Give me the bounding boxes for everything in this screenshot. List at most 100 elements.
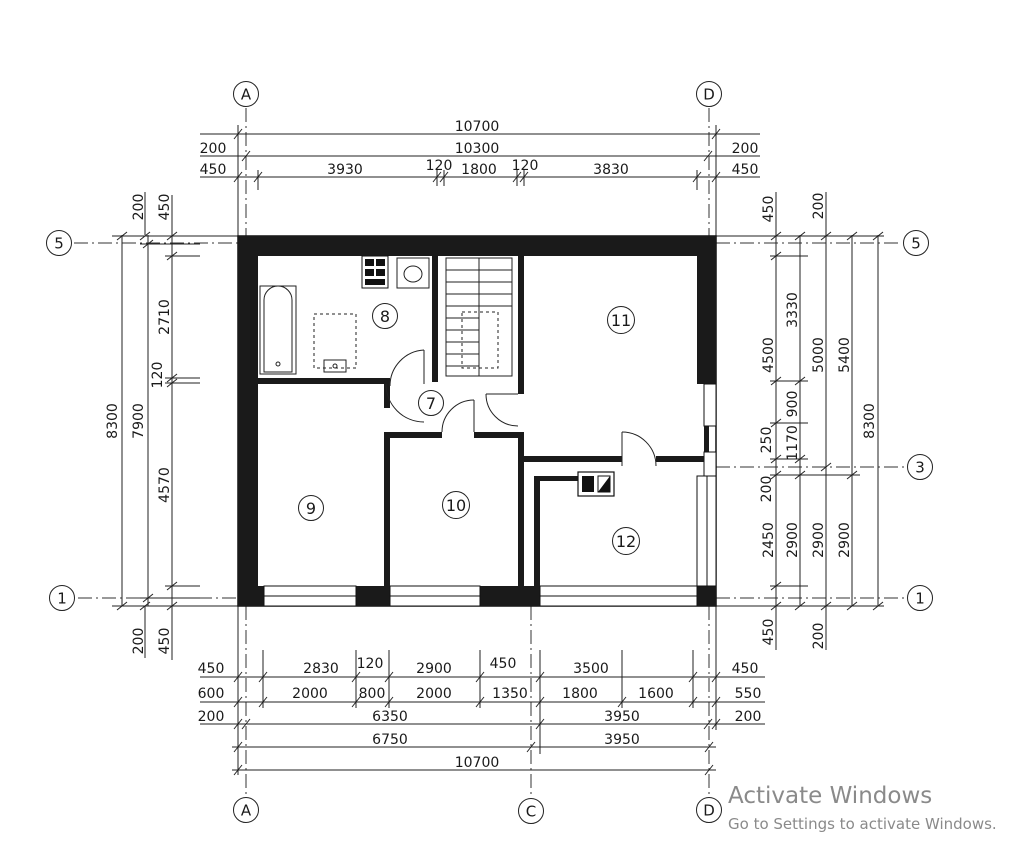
dim-bottom-segment: 600 (198, 686, 225, 702)
dim-right-segment: 200 (759, 476, 775, 503)
dim-top-overall: 10700 (455, 119, 500, 135)
axis-label: 5 (54, 235, 64, 253)
dim-bottom-overall: 10700 (455, 755, 500, 771)
axis-label: A (241, 802, 252, 820)
dim-left-segment: 120 (150, 362, 166, 389)
dim-top-edge: 450 (732, 162, 759, 178)
room-number: 8 (380, 307, 390, 326)
axis-label: D (703, 802, 715, 820)
dim-bottom-segment: 3950 (604, 732, 640, 748)
room-12: 12 (612, 527, 640, 555)
axis-bubble-5-right: 5 (903, 230, 929, 256)
dim-bottom-segment: 450 (490, 656, 517, 672)
activate-windows-watermark: Activate Windows Go to Settings to activ… (728, 782, 997, 835)
room-10: 10 (442, 491, 470, 519)
dim-top-segment: 3830 (593, 162, 629, 178)
room-number: 11 (611, 311, 631, 330)
dim-left-inner: 7900 (131, 403, 147, 439)
axis-lines (74, 108, 906, 796)
exterior-walls (237, 235, 717, 607)
dim-right-overall: 8300 (862, 403, 878, 439)
dim-top-segment: 120 (426, 158, 453, 174)
dim-right-segment: 450 (761, 196, 777, 223)
axis-bubble-5-left: 5 (46, 230, 72, 256)
dim-bottom-segment: 3500 (573, 661, 609, 677)
room-9: 9 (298, 495, 324, 521)
dim-bottom-segment: 800 (359, 686, 386, 702)
axis-label: C (526, 803, 536, 821)
dim-right-segment: 450 (761, 619, 777, 646)
room-11: 11 (607, 306, 635, 334)
dim-right-segment: 1170 (785, 425, 801, 461)
dim-bottom-segment: 6750 (372, 732, 408, 748)
axis-bubble-A-bottom: A (233, 797, 259, 823)
dim-bottom-segment: 2830 (303, 661, 339, 677)
dim-left-overall: 8300 (105, 403, 121, 439)
dim-right-segment: 900 (785, 391, 801, 418)
axis-bubble-A-top: A (233, 81, 259, 107)
axis-bubble-1-right: 1 (907, 585, 933, 611)
dim-bottom-segment: 450 (732, 661, 759, 677)
dim-left-segment: 450 (157, 194, 173, 221)
dim-bottom-segment: 120 (357, 656, 384, 672)
axis-label: 1 (57, 590, 67, 608)
dim-bottom-segment: 2900 (416, 661, 452, 677)
axis-bubble-1-left: 1 (49, 585, 75, 611)
toilet (396, 257, 430, 289)
axis-label: 1 (915, 590, 925, 608)
axis-label: A (241, 86, 252, 104)
dim-left-segment: 4570 (157, 467, 173, 503)
dim-right-segment: 2900 (811, 522, 827, 558)
axis-bubble-D-bottom: D (696, 797, 722, 823)
dim-right-segment: 2450 (761, 522, 777, 558)
dim-bottom-segment: 200 (735, 709, 762, 725)
axis-label: 5 (911, 235, 921, 253)
dim-bottom-segment: 6350 (372, 709, 408, 725)
dim-right-segment: 5400 (837, 337, 853, 373)
chimney (577, 471, 615, 497)
dim-top-edge: 200 (732, 141, 759, 157)
dim-top-edge: 200 (200, 141, 227, 157)
dimension-ticks-right (770, 231, 884, 611)
dim-left-segment: 450 (157, 628, 173, 655)
dim-top-inner: 10300 (455, 141, 500, 157)
dim-bottom-segment: 3950 (604, 709, 640, 725)
room-8: 8 (372, 303, 398, 329)
doors (385, 349, 657, 467)
dim-top-segment: 1800 (461, 162, 497, 178)
axis-label: D (703, 86, 715, 104)
room-number: 9 (306, 499, 316, 518)
watermark-subtitle: Go to Settings to activate Windows. (728, 815, 997, 833)
axis-label: 3 (915, 459, 925, 477)
bathtub (259, 285, 297, 375)
sink (313, 313, 357, 373)
dim-bottom-segment: 450 (198, 661, 225, 677)
dim-bottom-segment: 1350 (492, 686, 528, 702)
dim-right-segment: 200 (811, 623, 827, 650)
dimension-lines-top (200, 125, 760, 236)
dim-bottom-segment: 550 (735, 686, 762, 702)
dim-left-segment: 200 (131, 194, 147, 221)
dim-right-segment: 2900 (785, 522, 801, 558)
stairs (445, 257, 513, 377)
axis-bubble-3-right: 3 (907, 454, 933, 480)
windows (263, 383, 717, 607)
dim-top-segment: 120 (512, 158, 539, 174)
axis-bubble-C-bottom: C (518, 798, 544, 824)
room-number: 10 (446, 496, 466, 515)
dim-right-segment: 250 (759, 427, 775, 454)
dim-right-segment: 200 (811, 193, 827, 220)
dim-right-segment: 3330 (785, 292, 801, 328)
dim-right-segment: 4500 (761, 337, 777, 373)
dim-bottom-segment: 1600 (638, 686, 674, 702)
dim-left-segment: 2710 (157, 299, 173, 335)
stove (361, 255, 389, 289)
dim-bottom-segment: 2000 (416, 686, 452, 702)
dimension-lines-bottom (200, 606, 765, 775)
dimension-ticks-bottom (233, 671, 721, 776)
dim-right-segment: 2900 (837, 522, 853, 558)
dim-left-segment: 200 (131, 628, 147, 655)
watermark-title: Activate Windows (728, 783, 933, 809)
dim-top-edge: 450 (200, 162, 227, 178)
